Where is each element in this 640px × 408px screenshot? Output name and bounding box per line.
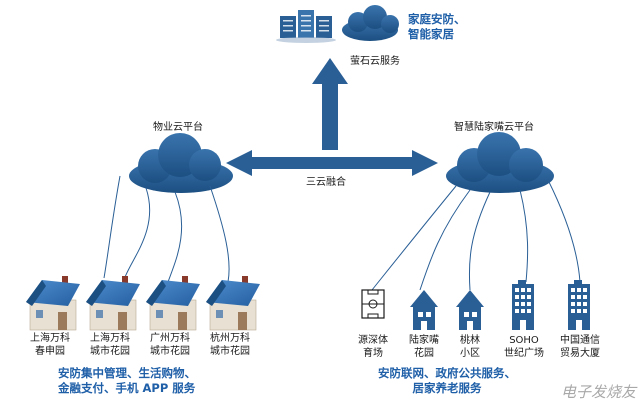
office-building-icon: [512, 280, 534, 330]
right-caption: 安防联网、政府公共服务、 居家养老服务: [378, 366, 516, 395]
fusion-label: 三云融合: [306, 177, 346, 188]
watermark: 电子发烧友: [560, 383, 636, 401]
house-icon: [86, 276, 140, 331]
house-outline-icon: [456, 290, 484, 330]
house-icon: [206, 276, 260, 331]
connection-lines: [103, 175, 581, 291]
site-label: 杭州万科城市花园: [210, 333, 250, 357]
site-label: 上海万科城市花园: [90, 333, 130, 357]
site-label: 陆家嘴花园: [409, 335, 439, 359]
site-label: 广州万科城市花园: [150, 333, 190, 357]
smart-home-label-line1: 家庭安防、: [408, 12, 466, 26]
ezviz-service-label: 萤石云服务: [350, 56, 400, 67]
stadium-icon: [361, 289, 385, 319]
server-stack-icon: [276, 10, 336, 43]
house-group: [26, 276, 260, 331]
top-cloud-icon: [342, 5, 399, 41]
property-cloud-icon: [129, 133, 233, 193]
lujiazui-platform-title: 智慧陆家嘴云平台: [454, 122, 534, 133]
house-icon: [146, 276, 200, 331]
property-platform-title: 物业云平台: [153, 122, 203, 133]
house-icon: [26, 276, 80, 331]
lujiazui-cloud-icon: [446, 132, 554, 193]
site-label: 源深体育场: [358, 335, 388, 359]
house-outline-icon: [410, 290, 438, 330]
left-caption: 安防集中管理、生活购物、 金融支付、手机 APP 服务: [58, 366, 196, 395]
office-building-icon: [568, 280, 590, 330]
smart-home-label-line2: 智能家居: [408, 27, 454, 41]
site-label: 桃林小区: [460, 335, 480, 359]
fusion-arrows: [226, 58, 438, 176]
site-label: 上海万科春申园: [30, 333, 70, 357]
site-label: 中国通信贸易大厦: [560, 335, 600, 359]
